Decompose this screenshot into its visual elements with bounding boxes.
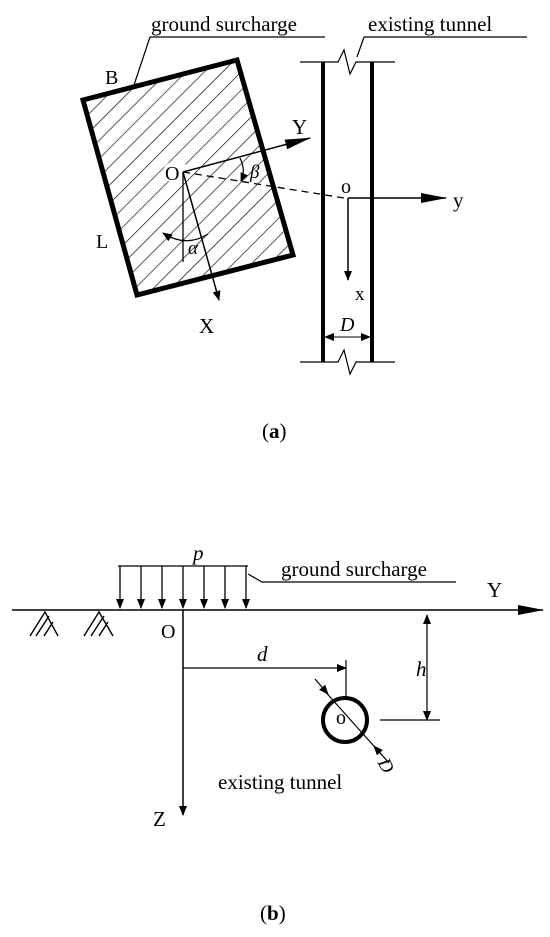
panel-b: Y p ground surcharge O Z d h <box>12 541 544 925</box>
tunnel-label-a: existing tunnel <box>368 12 492 36</box>
label-x: x <box>355 284 365 305</box>
label-D-a: D <box>339 314 355 336</box>
beta-arc <box>239 157 248 182</box>
label-X: X <box>199 314 214 338</box>
break-line-bottom <box>300 348 395 376</box>
label-L: L <box>96 231 108 253</box>
X-axis <box>182 171 221 301</box>
surcharge-label-a: ground surcharge <box>151 12 297 36</box>
soil-symbol <box>29 610 114 637</box>
label-B: B <box>105 67 118 89</box>
label-h: h <box>416 657 427 681</box>
caption-a: (a) <box>262 419 287 443</box>
tunnel-label-b: existing tunnel <box>218 770 342 794</box>
label-Y-b: Y <box>487 578 502 602</box>
load-arrows <box>116 566 250 609</box>
label-beta: β <box>249 162 260 183</box>
panel-a: ground surcharge B L O Y X α β existing … <box>79 12 527 443</box>
label-alpha: α <box>188 238 199 259</box>
label-Z: Z <box>153 807 166 831</box>
label-o-a: o <box>341 176 351 198</box>
label-y: y <box>453 188 464 212</box>
label-o-b: o <box>336 707 346 729</box>
label-d: d <box>257 642 268 666</box>
Y-axis <box>182 137 311 173</box>
label-O-b: O <box>161 621 175 643</box>
alpha-arc <box>162 232 209 242</box>
tunnel-section <box>321 696 369 744</box>
surcharge-label-b: ground surcharge <box>281 557 427 581</box>
diameter-line <box>321 687 382 755</box>
label-p: p <box>191 541 204 565</box>
label-D-b: D <box>372 754 398 777</box>
caption-b: (b) <box>260 901 286 925</box>
connector-O-o <box>182 171 345 199</box>
label-O: O <box>165 163 179 185</box>
surcharge-area <box>79 56 297 299</box>
break-line-top <box>300 48 395 76</box>
label-Y: Y <box>292 115 307 139</box>
